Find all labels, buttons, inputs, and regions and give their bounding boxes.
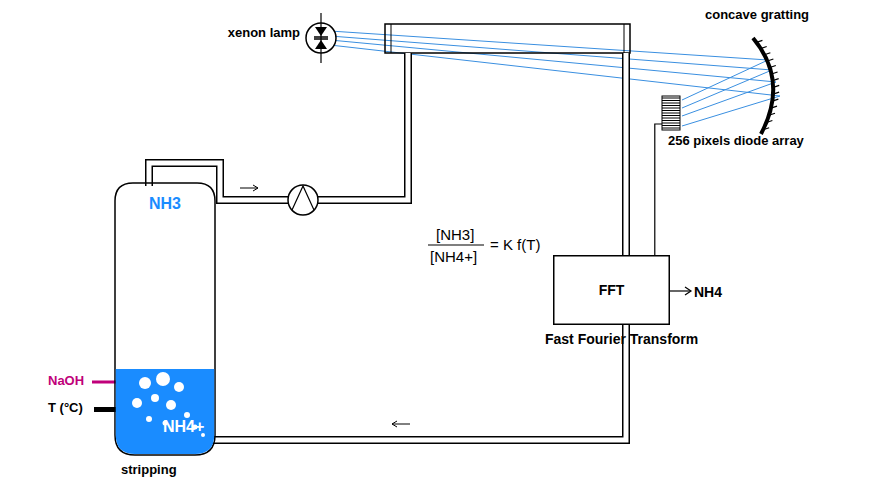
label: NaOH [48,374,84,389]
signal-wire [655,124,662,255]
light-beam [330,31,780,126]
node-text: 256 pixels diode array [668,134,804,149]
pipe [149,53,626,440]
label: [NH4+] [430,248,477,265]
node-text: FFT [599,282,625,298]
diode-array: 256 pixels diode array [662,96,680,130]
concave-grating: concave gratting [745,36,795,136]
label: NH4 [694,284,722,300]
label: [NH3] [436,226,474,243]
diode-array-outline [662,96,680,130]
label: T (°C) [48,401,83,416]
concave-grating-outline [745,36,795,136]
output-arrowhead [685,287,691,295]
node-text: stripping [121,463,177,478]
pump-symbol [288,185,318,215]
node-text: xenon lamp [228,26,300,41]
fft-box: FFTFast Fourier Transform [553,255,670,325]
fraction-bar [428,244,484,245]
node-text: NH3 [149,195,181,213]
label: = K f(T) [490,236,540,253]
cell-window [624,24,625,53]
output-arrow [670,290,690,291]
node-text: Fast Fourier Transform [545,331,698,347]
flow-cell [385,24,630,53]
node-text: NH4+ [163,418,204,436]
xenon-lamp: xenon lamp [304,21,338,55]
cell-window [391,24,392,53]
node-text: concave gratting [705,8,809,23]
stripping-vessel: NH3NH4+stripping [115,183,215,455]
stripping-vessel-outline [115,183,215,455]
xenon-lamp-outline [304,21,338,55]
flow-arrow [240,185,410,427]
